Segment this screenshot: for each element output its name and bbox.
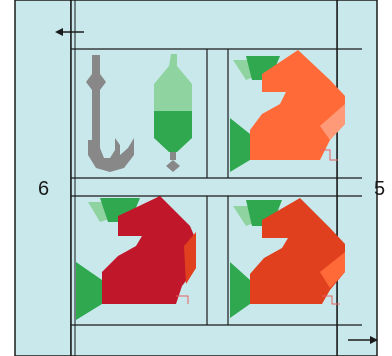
right-side-label: 5 <box>374 178 385 201</box>
left-side-label: 6 <box>38 178 49 201</box>
